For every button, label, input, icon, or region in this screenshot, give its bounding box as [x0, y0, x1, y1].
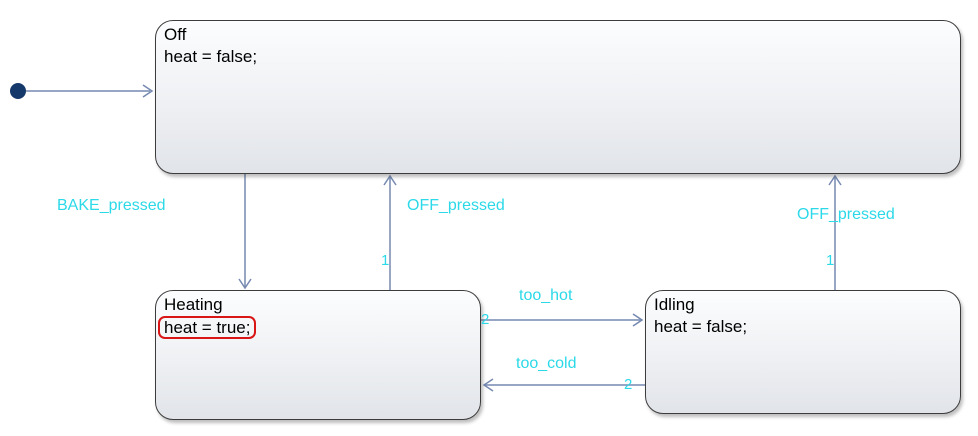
transition-too-cold[interactable] [482, 378, 645, 392]
arrowhead-up-icon [828, 174, 842, 186]
initial-state-dot[interactable] [10, 83, 26, 99]
transition-order-badge: 1 [381, 252, 390, 269]
state-title: Heating [164, 295, 223, 314]
transition-off-pressed-from-heating[interactable] [383, 174, 397, 290]
arrowhead-down-icon [238, 278, 252, 290]
transition-off-pressed-from-idling[interactable] [828, 174, 842, 290]
state-action: heat = false; [164, 47, 258, 66]
transition-order-badge: 1 [826, 252, 835, 269]
state-action: heat = false; [654, 317, 748, 336]
transition-label-too-hot[interactable]: too_hot [519, 287, 573, 304]
transition-order-badge: 2 [481, 311, 490, 328]
arrowhead-right-icon [142, 84, 154, 98]
transition-bake-pressed[interactable] [238, 174, 252, 290]
state-title: Off [164, 25, 187, 44]
transition-order-badge: 2 [624, 376, 633, 393]
arrowhead-left-icon [482, 378, 494, 392]
transition-label-off-pressed-right[interactable]: OFF_pressed [797, 206, 895, 223]
transition-too-hot[interactable] [481, 313, 644, 327]
state-heating[interactable]: Heating heat = true; [155, 290, 481, 420]
transition-label-too-cold[interactable]: too_cold [516, 355, 577, 372]
state-off[interactable]: Off heat = false; [155, 20, 961, 174]
default-transition[interactable] [10, 83, 154, 99]
arrowhead-up-icon [383, 174, 397, 186]
state-idling[interactable]: Idling heat = false; [645, 290, 961, 414]
arrowhead-right-icon [632, 313, 644, 327]
highlighted-action: heat = true; [158, 316, 257, 339]
state-title: Idling [654, 295, 695, 314]
transition-label-off-pressed-left[interactable]: OFF_pressed [407, 197, 505, 214]
transition-label-bake-pressed[interactable]: BAKE_pressed [57, 197, 166, 214]
